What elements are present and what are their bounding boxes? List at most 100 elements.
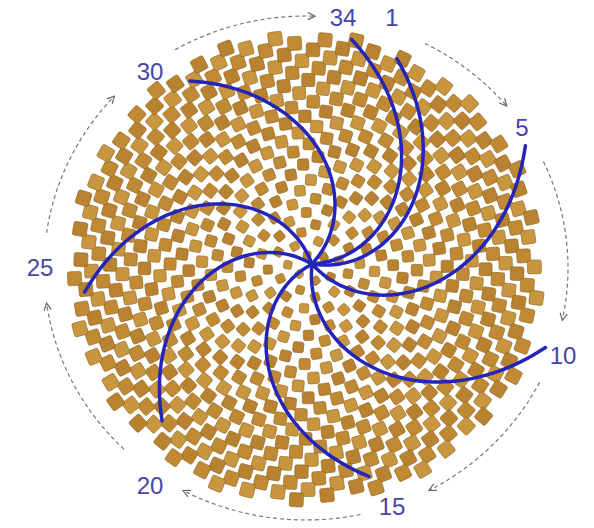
callout-number: 1 bbox=[385, 6, 398, 30]
seed bbox=[340, 415, 355, 430]
seed bbox=[339, 319, 353, 333]
seed bbox=[161, 287, 175, 301]
seed bbox=[175, 248, 188, 261]
seed bbox=[230, 304, 245, 319]
seed bbox=[366, 158, 382, 174]
seed bbox=[177, 361, 195, 379]
seed bbox=[295, 408, 308, 421]
seed bbox=[479, 150, 498, 169]
seed bbox=[147, 249, 160, 262]
seed bbox=[474, 406, 494, 426]
seed bbox=[205, 312, 220, 327]
seed bbox=[371, 304, 386, 319]
seed bbox=[381, 451, 399, 469]
seed bbox=[262, 424, 277, 439]
spiral-arm bbox=[85, 204, 312, 292]
seed bbox=[137, 296, 152, 311]
seed bbox=[186, 149, 204, 167]
seed bbox=[223, 469, 241, 487]
seed bbox=[180, 330, 197, 347]
seed bbox=[196, 256, 208, 268]
seed bbox=[420, 296, 435, 311]
seed bbox=[164, 258, 176, 270]
seed bbox=[145, 330, 162, 347]
seed bbox=[237, 463, 254, 480]
seed bbox=[292, 380, 304, 392]
seed bbox=[523, 209, 540, 226]
seed bbox=[440, 228, 455, 243]
seed bbox=[180, 116, 198, 134]
callout-number: 5 bbox=[515, 116, 528, 140]
seed bbox=[184, 392, 202, 410]
seed bbox=[168, 396, 187, 415]
seed bbox=[75, 189, 93, 207]
seed bbox=[216, 279, 229, 292]
seed bbox=[85, 348, 103, 366]
direction-arcs bbox=[47, 16, 568, 520]
seed bbox=[379, 277, 391, 289]
seed bbox=[390, 238, 403, 251]
seed bbox=[239, 173, 255, 189]
seed bbox=[375, 249, 387, 261]
seed bbox=[267, 31, 283, 47]
seed bbox=[377, 132, 394, 149]
seed bbox=[520, 229, 536, 245]
seed bbox=[357, 129, 373, 145]
seed bbox=[370, 335, 386, 351]
seed bbox=[289, 445, 303, 459]
callout-number: 15 bbox=[379, 495, 406, 519]
seed bbox=[457, 416, 477, 436]
seed bbox=[129, 362, 147, 380]
seed bbox=[129, 276, 143, 290]
seed bbox=[251, 321, 266, 336]
direction-arc bbox=[183, 491, 360, 520]
seed bbox=[310, 193, 322, 205]
seed bbox=[112, 131, 131, 150]
seed bbox=[287, 36, 302, 51]
seed bbox=[482, 187, 499, 204]
seed bbox=[368, 436, 385, 453]
seed bbox=[333, 160, 347, 174]
seed bbox=[246, 120, 262, 136]
seed bbox=[367, 479, 385, 497]
seed bbox=[345, 142, 360, 157]
seed bbox=[230, 116, 247, 133]
seed bbox=[475, 336, 492, 353]
seed bbox=[193, 461, 212, 480]
seed bbox=[101, 373, 120, 392]
direction-arc bbox=[425, 43, 507, 106]
callout-number: 10 bbox=[550, 344, 577, 368]
seed bbox=[441, 260, 453, 272]
seed bbox=[114, 359, 132, 377]
seed bbox=[71, 320, 88, 337]
seed bbox=[262, 168, 277, 183]
seed bbox=[106, 174, 124, 192]
seed bbox=[395, 354, 412, 371]
seed bbox=[326, 409, 340, 423]
seed bbox=[245, 138, 261, 154]
seed bbox=[445, 279, 459, 293]
seed bbox=[255, 386, 270, 401]
seed bbox=[434, 180, 451, 197]
seed bbox=[145, 282, 159, 296]
seed bbox=[162, 174, 179, 191]
seed bbox=[163, 379, 181, 397]
seed bbox=[318, 334, 331, 347]
seed bbox=[445, 213, 461, 229]
seed bbox=[344, 379, 359, 394]
seed bbox=[182, 85, 201, 104]
seed bbox=[198, 131, 216, 149]
seed bbox=[210, 437, 228, 455]
seed bbox=[448, 146, 466, 164]
seed bbox=[127, 105, 147, 125]
seed bbox=[134, 151, 152, 169]
seed bbox=[434, 163, 452, 181]
seed bbox=[214, 333, 230, 349]
seed bbox=[371, 420, 388, 437]
seed bbox=[74, 301, 90, 317]
seed bbox=[153, 431, 172, 450]
seed bbox=[177, 345, 194, 362]
seed bbox=[251, 275, 263, 287]
seed bbox=[307, 95, 320, 108]
seed bbox=[249, 371, 264, 386]
